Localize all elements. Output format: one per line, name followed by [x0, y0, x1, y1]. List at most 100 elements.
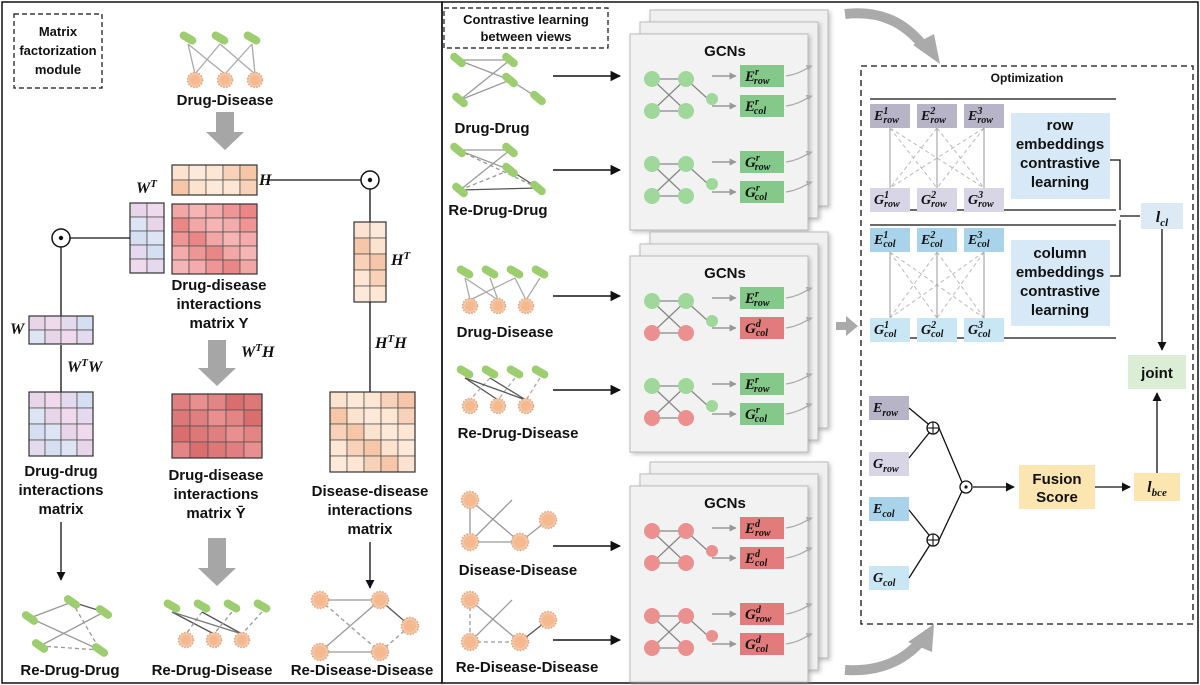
dis-matrix-cell — [397, 439, 416, 457]
disease-node — [521, 301, 531, 311]
ht-matrix-cell — [353, 269, 371, 287]
w-matrix-cell — [76, 315, 94, 331]
opt-embedding-box — [964, 188, 1004, 212]
w-matrix-cell — [60, 315, 78, 331]
module-label-line3: module — [35, 62, 81, 77]
lcl-label: lcl — [1156, 209, 1169, 229]
y-matrix-cell — [239, 217, 258, 233]
h-matrix-cell — [205, 179, 224, 196]
re-drug-disease-mid-label: Re-Drug-Disease — [458, 425, 579, 442]
big-down-arrow-2 — [198, 340, 236, 386]
embedding-box — [740, 373, 784, 395]
joint-label: joint — [1140, 365, 1173, 382]
fuse-input-box — [869, 396, 909, 420]
gcn-node — [644, 523, 660, 539]
drug-node — [452, 182, 468, 198]
gcn-node — [706, 400, 718, 412]
ybar-matrix-cell — [243, 425, 263, 443]
odot-left-dot — [58, 235, 64, 241]
disease-node — [190, 75, 200, 85]
dis-matrix-cell — [346, 391, 365, 409]
drug-node — [456, 265, 474, 279]
graph-edge — [464, 277, 471, 301]
graph-edge — [489, 377, 527, 401]
col-cl-box — [1011, 240, 1110, 326]
drug-drug-label: Drug-Drug — [455, 120, 530, 137]
graph-edge — [241, 611, 263, 635]
re-drug-drug-mid-label: Re-Drug-Drug — [448, 202, 547, 219]
dd-matrix-border — [28, 391, 94, 457]
drug-node — [450, 142, 466, 158]
dd-matrix-line3: matrix — [38, 501, 84, 518]
dis-matrix-cell — [329, 407, 348, 425]
dis-matrix-cell — [380, 455, 399, 473]
y-matrix-cell — [188, 203, 207, 219]
disease-node — [464, 636, 476, 648]
curved-arrow-bottom — [844, 636, 926, 676]
graph-edge — [187, 43, 226, 75]
ybar-matrix-cell — [207, 393, 227, 411]
drug-node — [481, 365, 499, 379]
opt-embedding-box — [917, 104, 957, 128]
gcn-node — [678, 293, 694, 309]
dd-matrix-cell — [44, 407, 62, 425]
odot-right-dot — [367, 177, 373, 183]
dis-matrix-cell — [329, 423, 348, 441]
h-matrix-cell — [239, 164, 258, 181]
wt-matrix-cell — [129, 244, 148, 260]
embedding-box — [740, 95, 784, 117]
ht-matrix-cell — [369, 253, 387, 271]
gcn-side-arrow — [785, 316, 813, 329]
gcn-side-arrow — [785, 402, 813, 415]
gcn-node — [644, 640, 660, 656]
gcn-side-arrow — [785, 286, 813, 299]
graph-edge — [469, 377, 491, 401]
drug-disease-mid-label: Drug-Disease — [457, 324, 554, 341]
row-cl-line4: learning — [1031, 174, 1089, 191]
h-matrix-cell — [205, 164, 224, 181]
disease-disease-icon — [460, 490, 558, 552]
dis-matrix-cell — [397, 423, 416, 441]
y-matrix-cell — [171, 217, 190, 233]
w-matrix — [28, 315, 94, 345]
ht-matrix — [353, 221, 387, 303]
gcn-node — [678, 71, 694, 87]
gcn-side-arrow — [785, 94, 813, 107]
row-cl-box — [1011, 113, 1110, 199]
ybar-matrix-cell — [225, 393, 245, 411]
disease-node — [465, 401, 475, 411]
dd-matrix-cell — [44, 423, 62, 441]
right-panel-frame — [441, 1, 1199, 684]
drug-node — [531, 365, 549, 379]
re-disease-disease-icon — [310, 590, 420, 662]
y-matrix-cell — [205, 203, 224, 219]
re-drug-disease-label: Re-Drug-Disease — [152, 662, 273, 679]
gcn-side-arrow — [785, 64, 813, 77]
joint-box — [1128, 355, 1186, 389]
dd-matrix-cell — [60, 407, 78, 425]
gcn-side-arrow — [785, 546, 813, 559]
drug-drug-icon — [450, 52, 546, 108]
dis-matrix-cell — [397, 391, 416, 409]
h-matrix-cell — [222, 179, 241, 196]
y-matrix-cell — [239, 245, 258, 261]
dis-matrix-cell — [346, 455, 365, 473]
gcn-node — [678, 188, 694, 204]
drug-node — [211, 31, 229, 45]
module-label-box — [13, 13, 103, 89]
dis-matrix-cell — [329, 455, 348, 473]
drug-node — [531, 265, 549, 279]
dis-matrix-line1: Disease-disease — [312, 483, 429, 500]
embedding-box — [740, 403, 784, 425]
opt-pair-line — [889, 127, 985, 189]
gcn-node — [678, 410, 694, 426]
graph-edge — [459, 149, 511, 191]
opt-embedding-box — [917, 228, 957, 252]
